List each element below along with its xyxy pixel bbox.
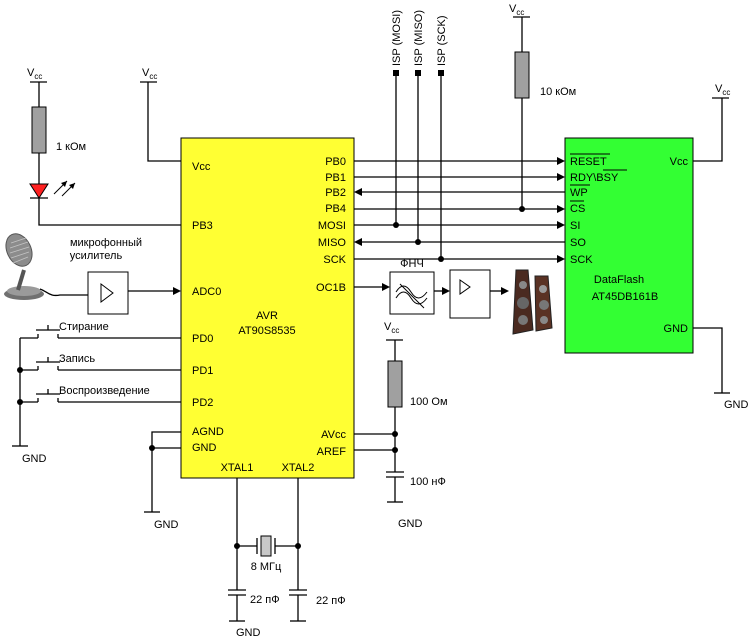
gnd-label-flash: GND xyxy=(724,399,749,411)
mcu-pin-mosi: MOSI xyxy=(318,220,346,232)
gnd-label-mcu: GND xyxy=(154,519,179,531)
isp-mosi-label: ISP (MOSI) xyxy=(391,10,403,66)
capacitor-x1-label: 22 пФ xyxy=(250,594,280,606)
flash-pin-sck: SCK xyxy=(570,254,593,266)
vcc-label-pullup: Vcc xyxy=(509,3,524,17)
mcu-pin-aref: AREF xyxy=(317,446,347,458)
mcu-chip xyxy=(180,137,355,479)
flash-pin-wp: WP xyxy=(570,187,588,199)
output-amplifier xyxy=(449,269,491,319)
flash-pin-si: SI xyxy=(570,220,580,232)
mcu-part: AT90S8535 xyxy=(238,325,295,337)
isp-miso-label: ISP (MISO) xyxy=(413,10,425,66)
led-light-arrows xyxy=(53,180,76,197)
isp-connectors xyxy=(393,70,444,262)
flash-pin-reset: RESET xyxy=(570,156,607,168)
resistor-10k xyxy=(514,51,530,99)
mcu-pin-xtal1: XTAL1 xyxy=(221,462,254,474)
mcu-pin-pb0: PB0 xyxy=(325,156,346,168)
mcu-pin-miso: MISO xyxy=(318,237,347,249)
spi-bus xyxy=(354,157,565,263)
button-record xyxy=(20,357,181,371)
flash-name: DataFlash xyxy=(594,274,644,286)
gnd-label-buttons: GND xyxy=(22,453,47,465)
button-play-label: Воспроизведение xyxy=(59,385,150,397)
mic-cable xyxy=(39,288,88,297)
resistor-100 xyxy=(387,360,403,408)
crystal-label: 8 МГц xyxy=(251,561,282,573)
mcu-pin-oc1b: OC1B xyxy=(316,282,346,294)
mcu-pin-gnd: GND xyxy=(192,442,217,454)
mcu-pin-pb1: PB1 xyxy=(325,172,346,184)
mcu-pin-pd2: PD2 xyxy=(192,397,213,409)
vcc-label-flash: Vcc xyxy=(715,83,730,97)
mcu-pin-pb4: PB4 xyxy=(325,203,346,215)
mcu-pin-xtal2: XTAL2 xyxy=(282,462,315,474)
isp-sck-label: ISP (SCK) xyxy=(436,15,448,66)
gnd-label-aref: GND xyxy=(398,518,423,530)
resistor-1k xyxy=(31,106,47,154)
mcu-pin-pd0: PD0 xyxy=(192,333,213,345)
crystal xyxy=(256,535,276,557)
resistor-10k-label: 10 кОм xyxy=(540,86,576,98)
mcu-name: AVR xyxy=(256,310,278,322)
speakers-icon xyxy=(512,269,553,335)
mcu-pin-sck: SCK xyxy=(323,254,346,266)
vcc-label-mcu: Vcc xyxy=(142,67,157,81)
microphone-icon xyxy=(4,233,44,300)
mic-amplifier xyxy=(87,271,129,315)
flash-chip xyxy=(564,137,694,354)
flash-pin-rdy-bsy: RDY\BSY xyxy=(570,172,619,184)
vcc-label-led: Vcc xyxy=(27,67,42,81)
flash-pin-vcc: Vcc xyxy=(670,156,689,168)
button-record-label: Запись xyxy=(59,353,95,365)
flash-part: AT45DB161B xyxy=(592,291,658,303)
resistor-1k-label: 1 кОм xyxy=(56,141,86,153)
mcu-pin-adc0: ADC0 xyxy=(192,286,221,298)
vcc-label-avcc: Vcc xyxy=(384,321,399,335)
mic-amp-label-line1: микрофонный xyxy=(70,237,142,249)
flash-pin-so: SO xyxy=(570,237,586,249)
capacitor-aref-label: 100 нФ xyxy=(410,476,446,488)
led xyxy=(29,183,49,199)
mcu-pin-pd1: PD1 xyxy=(192,365,213,377)
gnd-label-crystal: GND xyxy=(236,627,261,639)
flash-pin-cs: CS xyxy=(570,203,585,215)
mcu-pin-avcc: AVcc xyxy=(321,429,346,441)
flash-pin-gnd: GND xyxy=(664,323,689,335)
resistor-100-label: 100 Ом xyxy=(410,396,448,408)
mcu-pin-agnd: AGND xyxy=(192,426,224,438)
button-erase xyxy=(20,325,181,339)
mic-amp-label-line2: усилитель xyxy=(70,250,123,262)
mcu-pin-pb2: PB2 xyxy=(325,187,346,199)
capacitor-x2-label: 22 пФ xyxy=(316,595,346,607)
button-erase-label: Стирание xyxy=(59,321,109,333)
filter-label: ФНЧ xyxy=(400,258,424,270)
mcu-pin-pb3: PB3 xyxy=(192,220,213,232)
mcu-pin-vcc: Vcc xyxy=(192,161,211,173)
